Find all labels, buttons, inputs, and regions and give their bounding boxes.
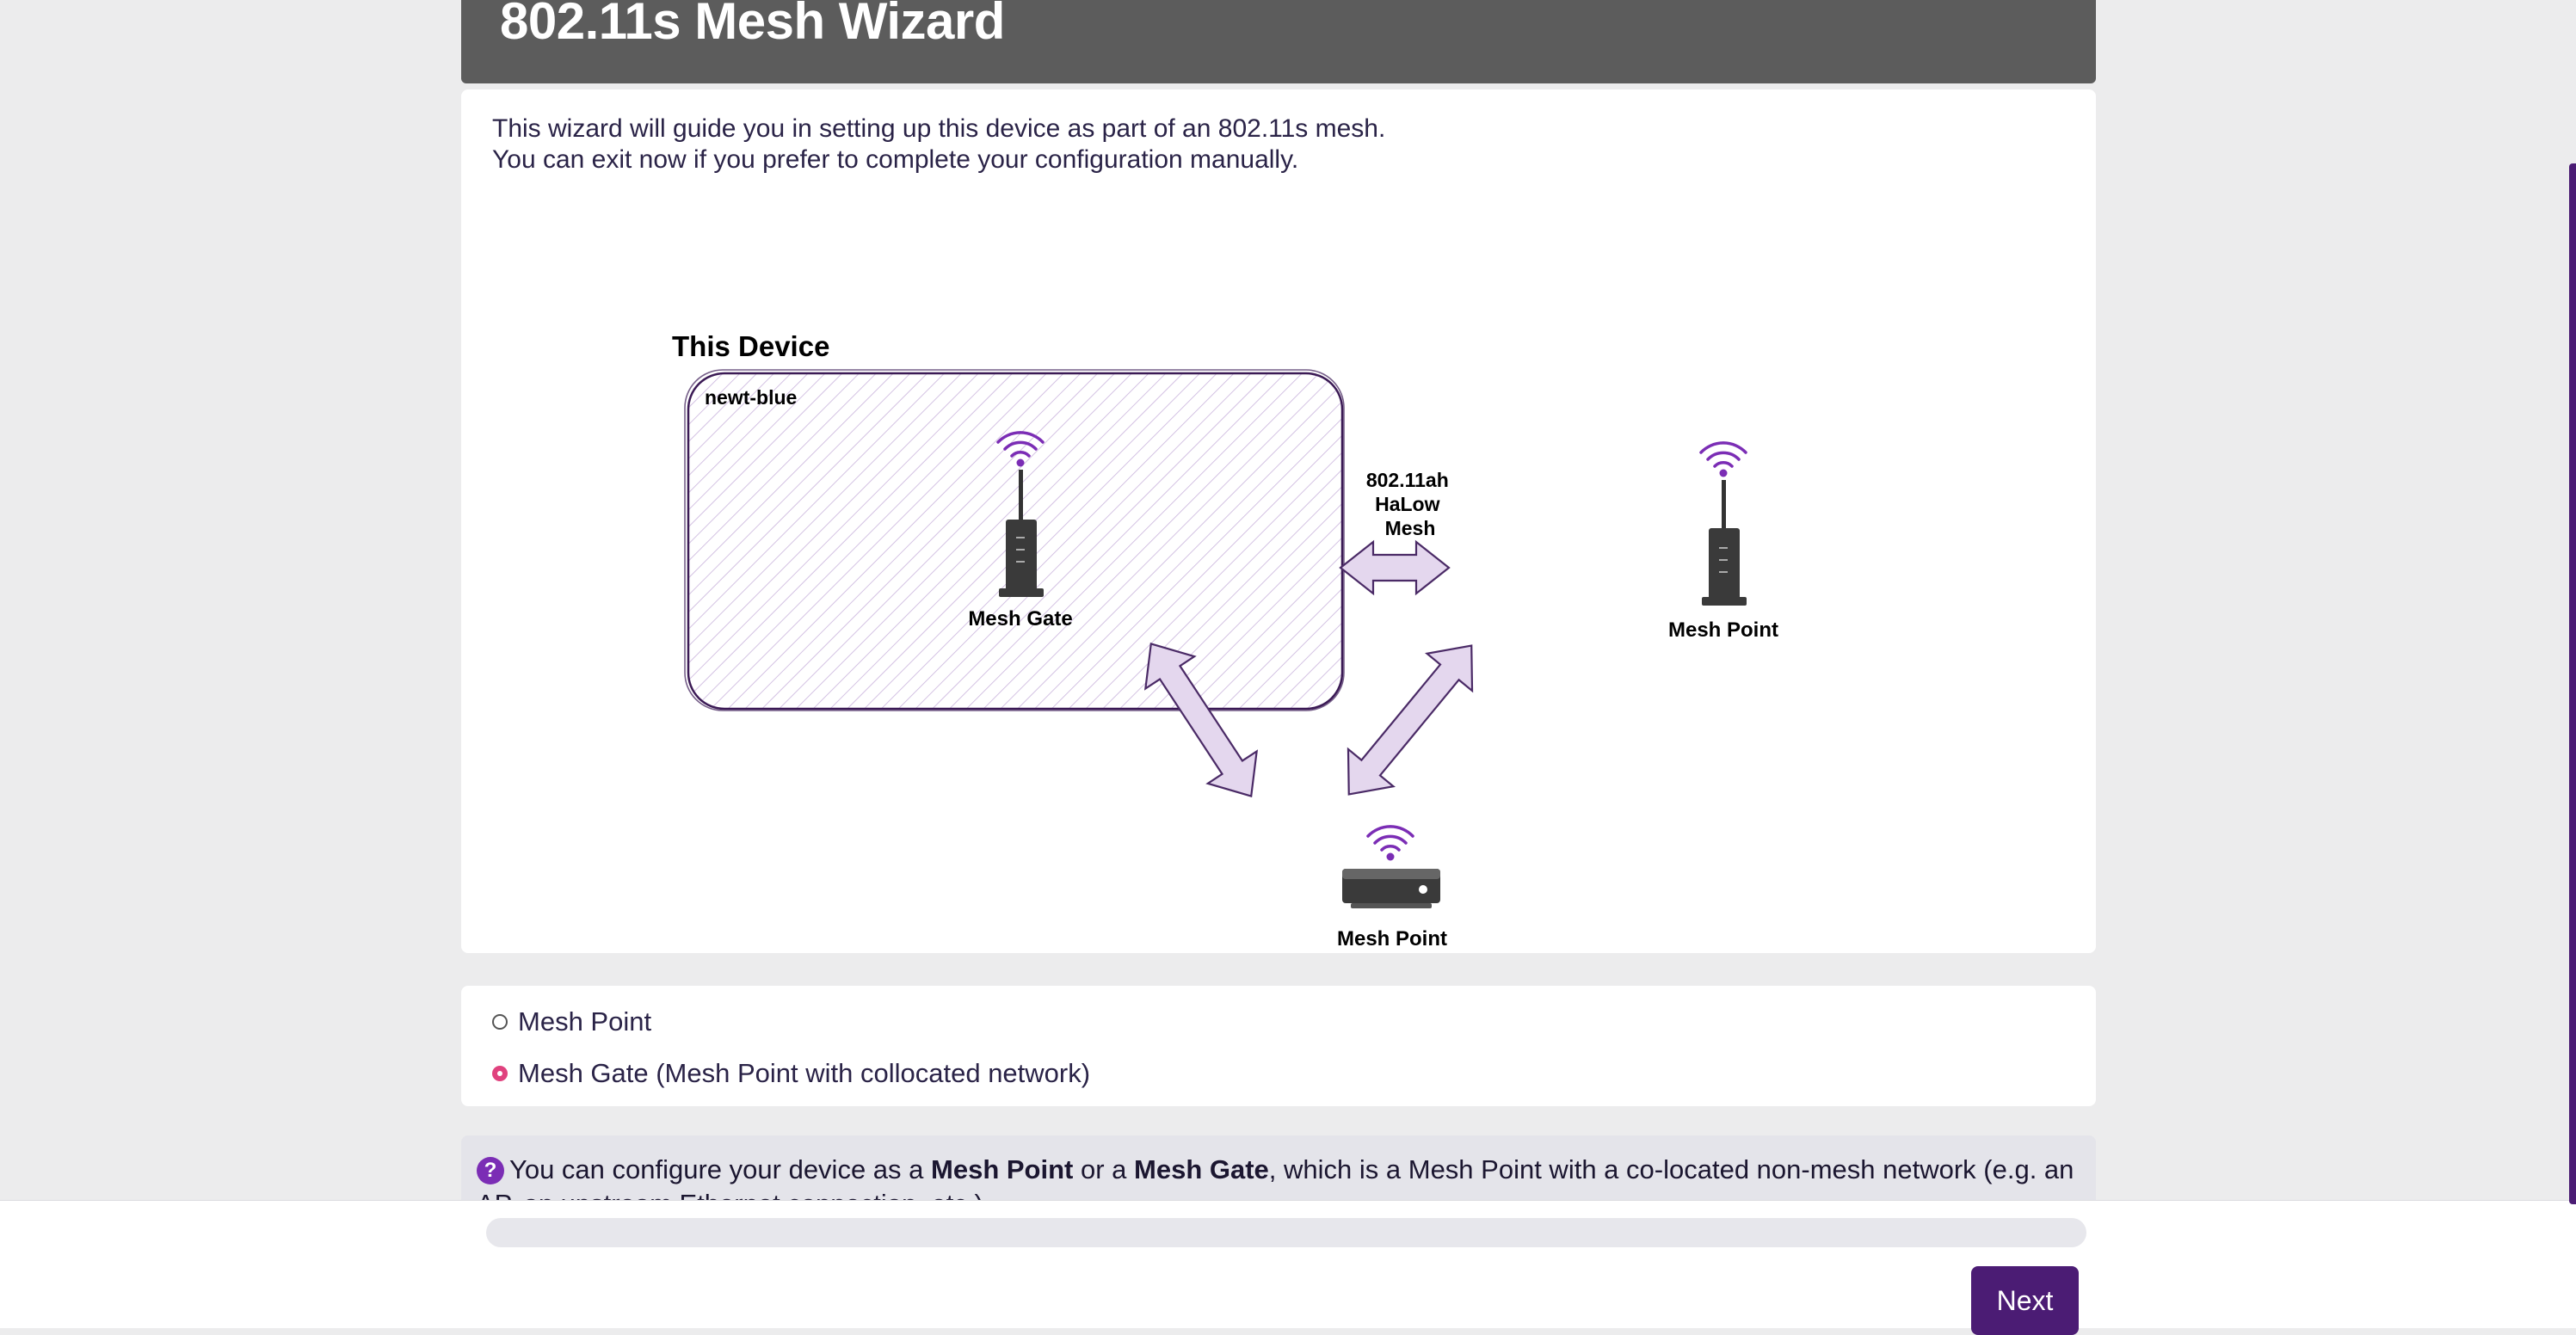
intro-card: This wizard will guide you in setting up… bbox=[461, 89, 2096, 953]
link-arrow-left-diagonal bbox=[1143, 642, 1259, 798]
page-title: 802.11s Mesh Wizard bbox=[500, 0, 1005, 50]
mesh-gate-label: Mesh Gate bbox=[968, 607, 1072, 631]
help-card: ?You can configure your device as a Mesh… bbox=[461, 1135, 2096, 1204]
help-prefix: You can configure your device as a bbox=[509, 1154, 932, 1184]
mesh-point-radio[interactable] bbox=[492, 1014, 508, 1030]
intro-text: This wizard will guide you in setting up… bbox=[492, 114, 1385, 175]
link-label-line-1: 802.11ah bbox=[1366, 469, 1449, 491]
intro-line-2: You can exit now if you prefer to comple… bbox=[492, 145, 1299, 174]
mesh-gate-radio[interactable] bbox=[492, 1066, 508, 1081]
option-mesh-point[interactable]: Mesh Point bbox=[492, 1006, 651, 1037]
mesh-point-right-label: Mesh Point bbox=[1668, 618, 1778, 642]
help-suffix: , which is a Mesh Point with a co-locate… bbox=[477, 1154, 2074, 1204]
help-bold-mesh-point: Mesh Point bbox=[931, 1154, 1074, 1184]
option-mesh-point-label: Mesh Point bbox=[518, 1006, 652, 1037]
mesh-point-box-icon bbox=[1342, 825, 1440, 908]
help-bold-mesh-gate: Mesh Gate bbox=[1134, 1154, 1269, 1184]
mesh-diagram: This Device newt-blue Mesh Gate 802.11ah… bbox=[672, 330, 1778, 950]
device-hostname: newt-blue bbox=[705, 386, 797, 409]
scrollbar[interactable] bbox=[2569, 163, 2576, 1204]
role-options-card: Mesh Point Mesh Gate (Mesh Point with co… bbox=[461, 986, 2096, 1106]
wizard-progress-bar bbox=[486, 1218, 2086, 1247]
link-arrow-right-diagonal bbox=[1347, 644, 1474, 796]
title-bar: 802.11s Mesh Wizard bbox=[461, 0, 2096, 83]
option-mesh-gate[interactable]: Mesh Gate (Mesh Point with collocated ne… bbox=[492, 1058, 1090, 1089]
mesh-point-router-icon bbox=[1699, 441, 1747, 606]
link-label-line-2: HaLow bbox=[1375, 493, 1440, 515]
option-mesh-gate-label: Mesh Gate (Mesh Point with collocated ne… bbox=[518, 1058, 1091, 1088]
link-label: 802.11ah HaLow Mesh bbox=[1366, 469, 1454, 539]
wizard-footer: Next bbox=[0, 1201, 2576, 1335]
mesh-point-bottom-label: Mesh Point bbox=[1337, 927, 1447, 950]
intro-line-1: This wizard will guide you in setting up… bbox=[492, 114, 1386, 143]
next-button[interactable]: Next bbox=[1971, 1266, 2079, 1335]
mesh-gate-router-icon bbox=[996, 431, 1045, 597]
link-label-line-3: Mesh bbox=[1385, 517, 1436, 539]
help-text: ?You can configure your device as a Mesh… bbox=[477, 1153, 2086, 1204]
link-arrow-horizontal bbox=[1339, 539, 1451, 596]
help-mid: or a bbox=[1073, 1154, 1135, 1184]
device-caption: This Device bbox=[672, 330, 829, 362]
help-icon: ? bbox=[477, 1157, 504, 1184]
